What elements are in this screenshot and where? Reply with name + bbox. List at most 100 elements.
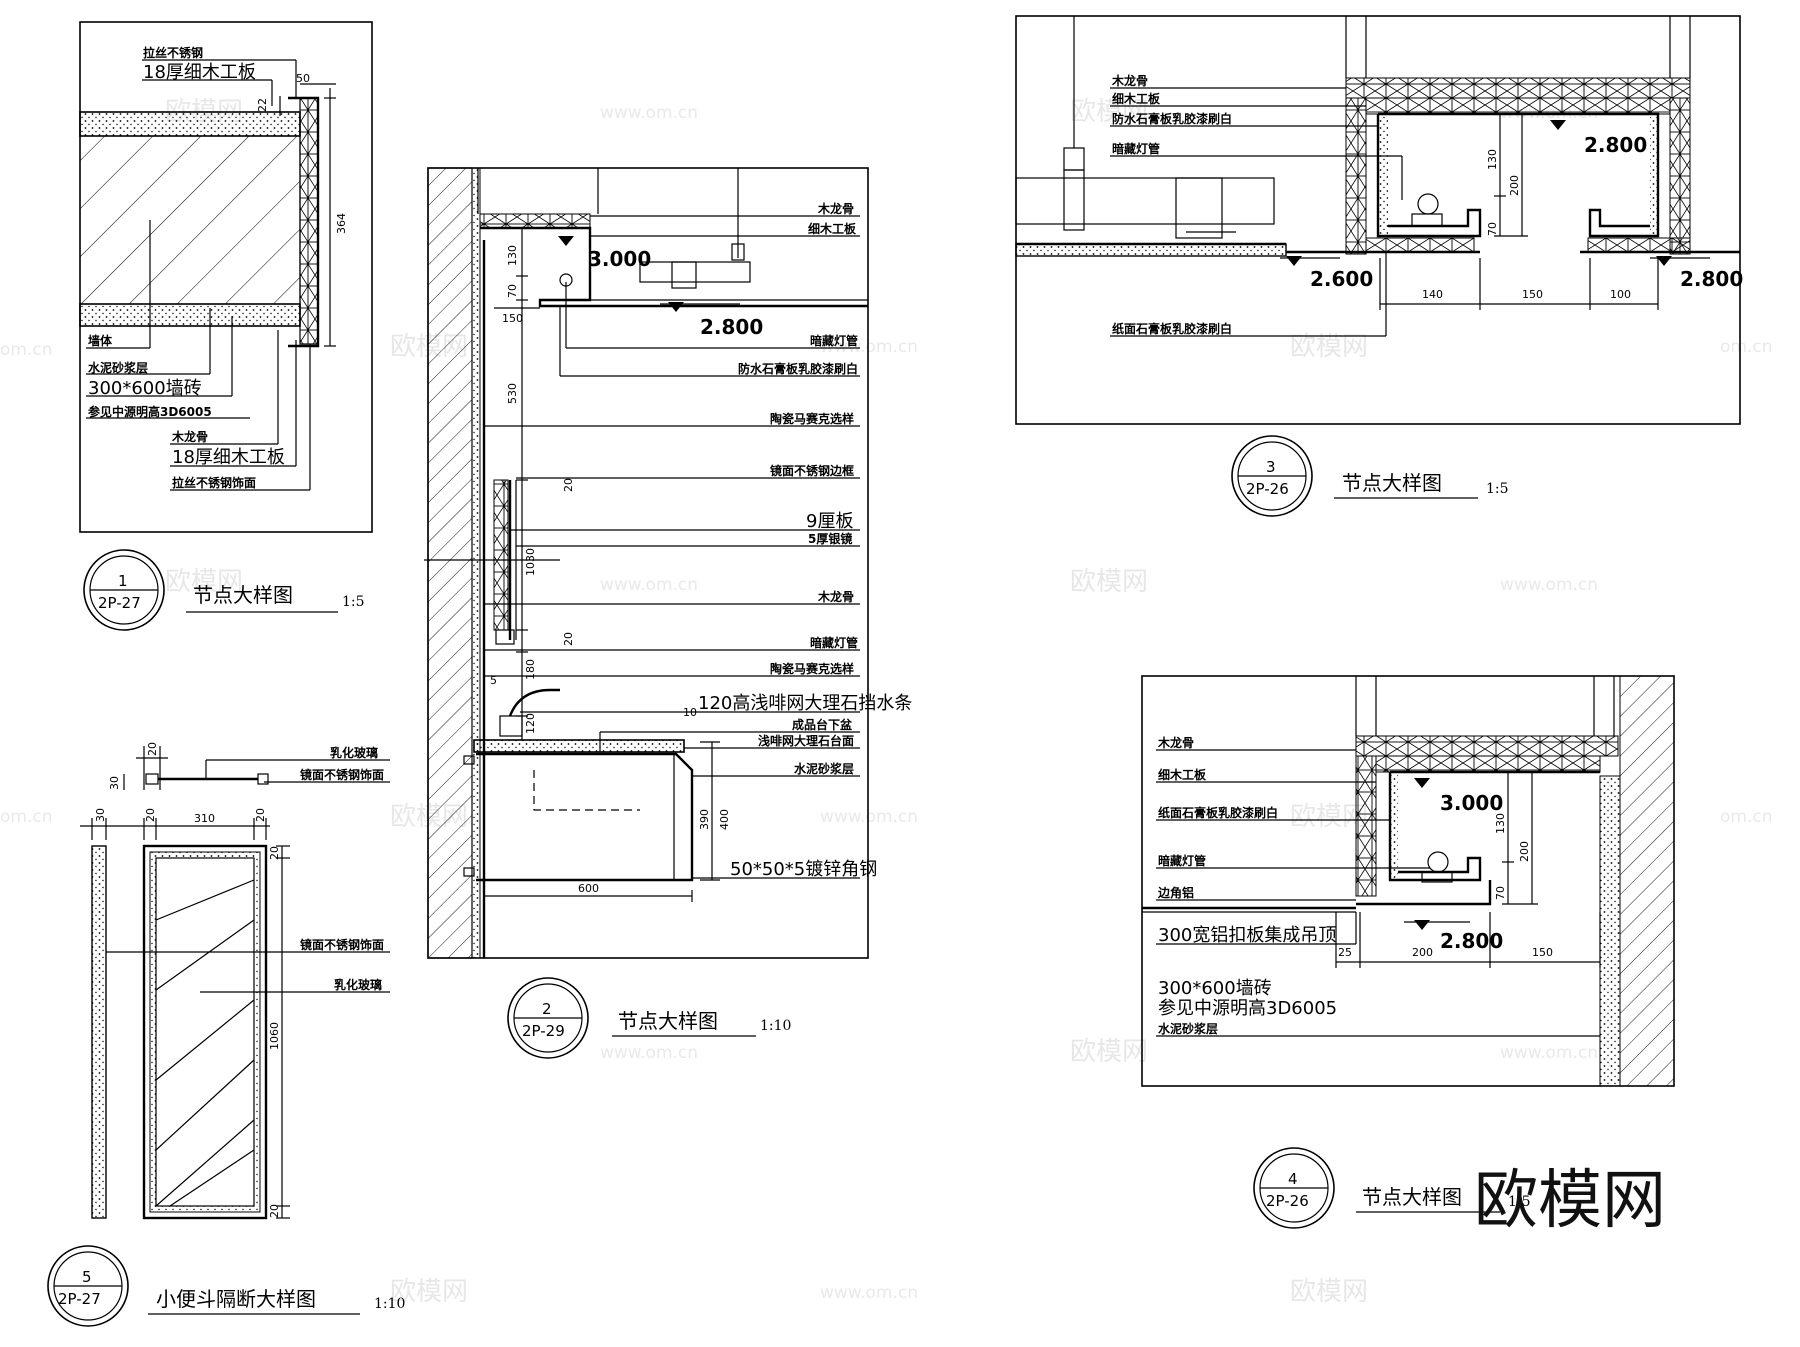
detail-2-title: 节点大样图 bbox=[618, 1009, 718, 1033]
label: 镜面不锈钢边框 bbox=[770, 463, 854, 478]
detail-2: 3.000 2.800 130 70 150 530 20 10 bbox=[424, 167, 912, 1059]
svg-text:600: 600 bbox=[578, 882, 599, 895]
svg-text:5: 5 bbox=[82, 1268, 92, 1286]
svg-text:2P-26: 2P-26 bbox=[1246, 480, 1289, 498]
svg-text:2P-29: 2P-29 bbox=[522, 1022, 565, 1040]
label: 木龙骨 bbox=[817, 589, 854, 604]
detail-1-callout bbox=[83, 549, 165, 631]
detail-3: 2.800 2.600 2.800 130 200 70 140 150 100… bbox=[1015, 15, 1743, 517]
watermark-site: www.om.cn bbox=[1500, 1043, 1598, 1063]
label: 边角铝 bbox=[1157, 885, 1194, 900]
watermark-site: www.om.cn bbox=[1500, 575, 1598, 595]
label: 木龙骨 bbox=[817, 201, 854, 216]
label: 水泥砂浆层 bbox=[794, 761, 854, 776]
svg-text:2: 2 bbox=[542, 1000, 552, 1018]
svg-text:2.800: 2.800 bbox=[1440, 929, 1503, 953]
svg-text:364: 364 bbox=[335, 213, 348, 234]
svg-text:2P-27: 2P-27 bbox=[58, 1290, 101, 1308]
watermark-site: www.om.cn bbox=[600, 1043, 698, 1063]
svg-text:20: 20 bbox=[268, 1204, 281, 1218]
svg-text:20: 20 bbox=[144, 808, 157, 822]
svg-text:20: 20 bbox=[146, 742, 159, 756]
svg-text:310: 310 bbox=[194, 812, 215, 825]
svg-text:30: 30 bbox=[94, 808, 107, 822]
svg-text:2.800: 2.800 bbox=[1584, 133, 1647, 157]
label: 暗藏灯管 bbox=[1158, 853, 1206, 868]
label: 浅啡网大理石台面 bbox=[758, 733, 854, 748]
label: 纸面石膏板乳胶漆刷白 bbox=[1158, 805, 1278, 820]
svg-text:390: 390 bbox=[698, 809, 711, 830]
label: 5厚银镜 bbox=[808, 531, 852, 546]
svg-text:1: 1 bbox=[118, 572, 128, 590]
svg-text:150: 150 bbox=[1532, 946, 1553, 959]
watermark-brand: 欧模网 bbox=[1290, 802, 1368, 832]
watermark-site: www.om.cn bbox=[820, 337, 918, 357]
label: 暗藏灯管 bbox=[810, 635, 858, 650]
watermark-site: www.om.cn bbox=[600, 103, 698, 123]
detail-4-callout bbox=[1253, 1147, 1335, 1229]
label: 拉丝不锈钢 bbox=[143, 45, 203, 60]
svg-text:1060: 1060 bbox=[268, 1022, 281, 1050]
svg-text:5: 5 bbox=[490, 674, 497, 687]
watermark-brand: 欧模网 bbox=[390, 1277, 468, 1307]
label: 18厚细木工板 bbox=[172, 447, 285, 468]
detail-1-title: 节点大样图 bbox=[193, 583, 293, 607]
label: 水泥砂浆层 bbox=[1158, 1021, 1218, 1036]
detail-5-callout bbox=[47, 1245, 129, 1327]
svg-text:120: 120 bbox=[524, 713, 537, 734]
svg-text:2.800: 2.800 bbox=[1680, 267, 1743, 291]
svg-text:20: 20 bbox=[562, 632, 575, 646]
label: 120高浅啡网大理石挡水条 bbox=[698, 693, 912, 714]
plaster-layer bbox=[471, 167, 481, 959]
tile-layer-top bbox=[79, 111, 301, 137]
wall-hatch bbox=[427, 167, 473, 959]
label: 参见中源明高3D6005 bbox=[1158, 998, 1337, 1019]
label: 暗藏灯管 bbox=[1112, 141, 1160, 156]
svg-text:400: 400 bbox=[718, 809, 731, 830]
tile-layer-bottom bbox=[79, 303, 301, 327]
detail-4-title: 节点大样图 bbox=[1362, 1185, 1462, 1209]
svg-text:1030: 1030 bbox=[524, 548, 537, 576]
svg-text:2P-26: 2P-26 bbox=[1266, 1192, 1309, 1210]
svg-text:130: 130 bbox=[1486, 149, 1499, 170]
svg-text:3.000: 3.000 bbox=[588, 247, 651, 271]
svg-text:2.600: 2.600 bbox=[1310, 267, 1373, 291]
label: 镜面不锈钢饰面 bbox=[300, 937, 384, 952]
svg-text:4: 4 bbox=[1288, 1170, 1298, 1188]
label: 木龙骨 bbox=[1157, 735, 1194, 750]
watermark-site: www.om.cn bbox=[820, 807, 918, 827]
svg-text:20: 20 bbox=[562, 478, 575, 492]
wall-hatch bbox=[79, 135, 301, 305]
watermark-site: om.cn bbox=[0, 340, 53, 360]
detail-5-scale: 1:10 bbox=[374, 1296, 405, 1312]
watermark-brand: 欧模网 bbox=[1290, 332, 1368, 362]
brand-watermark: 欧模网 bbox=[1474, 1164, 1666, 1238]
label: 墙体 bbox=[88, 333, 113, 348]
svg-text:150: 150 bbox=[502, 312, 523, 325]
svg-text:130: 130 bbox=[1494, 813, 1507, 834]
svg-text:25: 25 bbox=[1338, 946, 1352, 959]
svg-text:22: 22 bbox=[256, 98, 269, 112]
label: 木龙骨 bbox=[1111, 73, 1148, 88]
svg-text:100: 100 bbox=[1610, 288, 1631, 301]
detail-1-scale: 1:5 bbox=[342, 594, 365, 610]
label: 18厚细木工板 bbox=[143, 62, 256, 83]
label: 细木工板 bbox=[808, 221, 857, 236]
svg-text:200: 200 bbox=[1518, 841, 1531, 862]
watermark-site: www.om.cn bbox=[820, 1283, 918, 1303]
detail-4: 3.000 2.800 130 200 70 25 200 150 木龙骨 细木… bbox=[1141, 675, 1675, 1229]
detail-5: 20 30 乳化玻璃 镜面不锈钢饰面 30 20 310 20 bbox=[47, 742, 405, 1327]
label: 300*600墙砖 bbox=[88, 378, 202, 399]
watermark-site: om.cn bbox=[0, 807, 53, 827]
svg-text:200: 200 bbox=[1412, 946, 1433, 959]
watermark-brand: 欧模网 bbox=[1070, 1037, 1148, 1067]
detail-2-callout bbox=[507, 977, 589, 1059]
watermark-brand: 欧模网 bbox=[1290, 1277, 1368, 1307]
label: 防水石膏板乳胶漆刷白 bbox=[1112, 111, 1232, 126]
svg-text:2.800: 2.800 bbox=[700, 315, 763, 339]
stainless-cover bbox=[288, 96, 320, 348]
svg-text:180: 180 bbox=[524, 659, 537, 680]
label: 木龙骨 bbox=[171, 429, 208, 444]
watermark-site: om.cn bbox=[1720, 337, 1773, 357]
